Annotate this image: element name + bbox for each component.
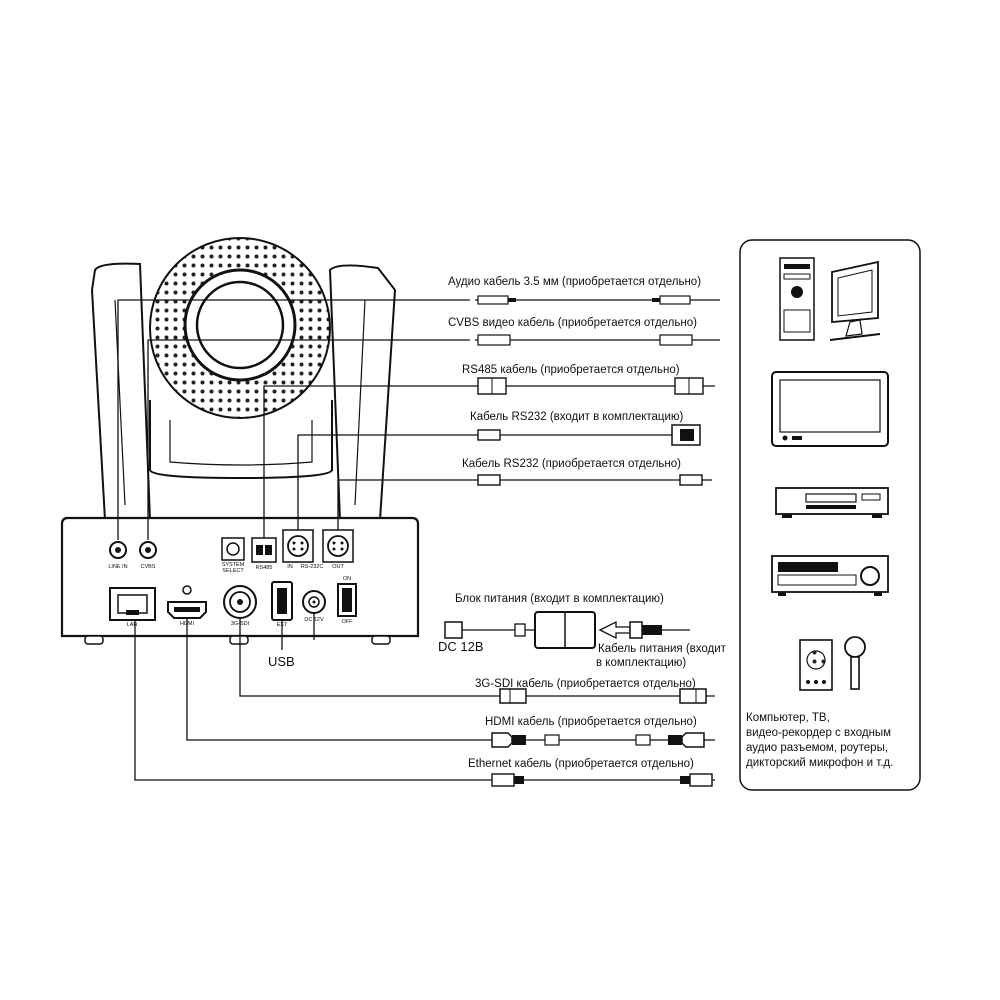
port-label-rs232: RS-232C xyxy=(300,564,324,570)
devices-panel xyxy=(739,239,921,791)
devices-caption-line: видео-рекордер с входным xyxy=(746,727,892,739)
usb-label: USB xyxy=(268,654,295,669)
cable-ethernet xyxy=(490,773,715,787)
port-label-sdi: 3G-SDI xyxy=(230,621,250,627)
cable-label-rs232-separate: Кабель RS232 (приобретается отдельно) xyxy=(462,458,681,470)
cable-label-audio: Аудио кабель 3.5 мм (приобретается отдел… xyxy=(448,276,702,288)
devices-caption-line: Компьютер, ТВ, xyxy=(746,712,830,724)
cable-cvbs xyxy=(475,334,720,346)
devices-caption: Компьютер, ТВ, видео-рекордер с входным … xyxy=(746,711,926,771)
leader-lines xyxy=(117,299,500,781)
port-label-off: OFF xyxy=(341,619,353,625)
power-cable-label-1: Кабель питания (входит xyxy=(598,643,726,655)
port-label-cvbs: CVBS xyxy=(140,564,156,570)
camera-lens xyxy=(195,280,285,370)
port-label-on: ON xyxy=(342,576,352,582)
dc-12v-label: DC 12В xyxy=(438,639,484,654)
rs485-terminal xyxy=(251,537,277,563)
video-recorder-icon xyxy=(775,487,889,518)
rear-panel xyxy=(109,529,357,621)
ptz-camera xyxy=(60,237,420,645)
power-cable-label-2: в комплектацию) xyxy=(596,657,687,669)
port-label-system-select: SYSTEM SELECT xyxy=(221,562,245,574)
cable-label-rs485: RS485 кабель (приобретается отдельно) xyxy=(462,364,680,376)
cable-rs232-separate xyxy=(475,474,712,486)
cable-label-cvbs: CVBS видео кабель (приобретается отдельн… xyxy=(448,317,697,329)
cable-label-hdmi: HDMI кабель (приобретается отдельно) xyxy=(485,716,697,728)
tv-icon xyxy=(771,371,889,447)
cable-audio xyxy=(475,295,720,305)
cable-label-ethernet: Ethernet кабель (приобретается отдельно) xyxy=(468,758,694,770)
port-label-dc: DC 12V xyxy=(304,617,324,623)
power-supply-label: Блок питания (входит в комплектацию) xyxy=(455,593,664,605)
cable-rs232-included xyxy=(475,424,701,446)
cable-rs485 xyxy=(475,377,715,395)
port-label-rs485: RS485 xyxy=(255,565,273,571)
cable-label-sdi: 3G-SDI кабель (приобретается отдельно) xyxy=(475,678,696,690)
cable-label-rs232-included: Кабель RS232 (входит в комплектацию) xyxy=(470,411,684,423)
port-label-usb-ext: EXT xyxy=(276,622,288,628)
devices-caption-line: аудио разъемом, роутеры, xyxy=(746,742,889,754)
port-label-lan: LAN xyxy=(126,622,138,628)
cable-sdi xyxy=(499,688,715,704)
router-receiver-icon xyxy=(771,555,889,596)
power-supply xyxy=(444,611,690,649)
port-label-rs232-out: OUT xyxy=(332,564,344,570)
port-label-hdmi: HDMI xyxy=(179,621,195,627)
port-label-rs232-in: IN xyxy=(287,564,293,570)
port-label-line-in: LINE IN xyxy=(108,564,128,570)
speaker-icon xyxy=(799,639,833,691)
microphone-icon xyxy=(844,636,866,690)
cable-hdmi xyxy=(490,732,715,748)
computer-icon xyxy=(779,257,881,341)
devices-caption-line: дикторский микрофон и т.д. xyxy=(746,757,894,769)
arrow-left-icon xyxy=(598,620,631,640)
